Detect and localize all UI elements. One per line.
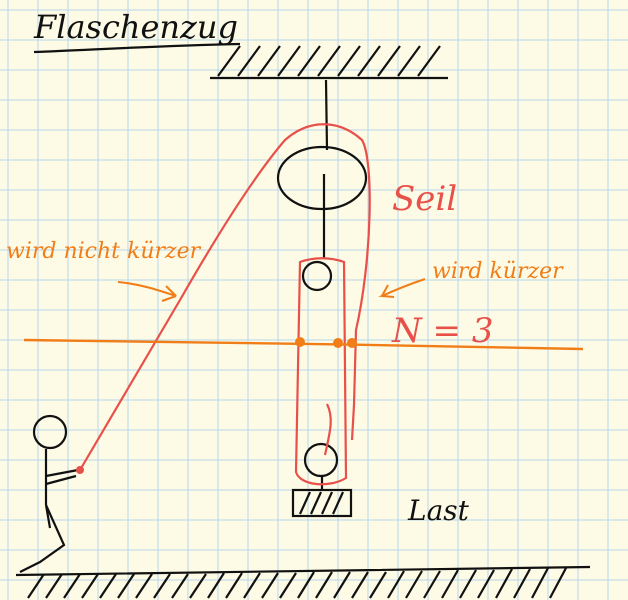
load-block xyxy=(291,488,353,518)
rope-label: Seil xyxy=(392,179,457,219)
person xyxy=(19,414,79,573)
rope-main xyxy=(79,123,371,471)
pulley-system xyxy=(276,79,368,490)
ceiling-hanger xyxy=(324,79,329,151)
rope-lower-segment xyxy=(323,403,332,456)
not-shorter-arrow xyxy=(117,281,177,302)
shorter-arrow xyxy=(378,278,426,298)
title-text: Flaschenzug xyxy=(33,8,238,46)
fixed-pulley xyxy=(276,145,368,211)
title-underline xyxy=(33,42,241,54)
movable-pulley-top xyxy=(301,260,333,292)
cut-point-3 xyxy=(347,338,357,348)
rope xyxy=(79,123,371,486)
ceiling xyxy=(210,45,448,80)
hand-grip-point xyxy=(76,466,84,474)
title-block: Flaschenzug xyxy=(33,8,241,54)
person-arms xyxy=(45,468,79,486)
load-label: Last xyxy=(407,494,470,527)
n-equals-label: N = 3 xyxy=(391,311,494,351)
cut-line xyxy=(23,337,584,351)
person-legs xyxy=(19,504,66,573)
person-head xyxy=(32,414,68,450)
not-shorter-label: wird nicht kürzer xyxy=(6,239,202,264)
cut-point-1 xyxy=(295,337,305,347)
shorter-label: wird kürzer xyxy=(432,259,564,284)
ground xyxy=(15,565,591,599)
rope-inner-loop xyxy=(294,257,348,486)
cut-point-2 xyxy=(333,338,343,348)
movable-pulley-bottom xyxy=(303,442,339,478)
